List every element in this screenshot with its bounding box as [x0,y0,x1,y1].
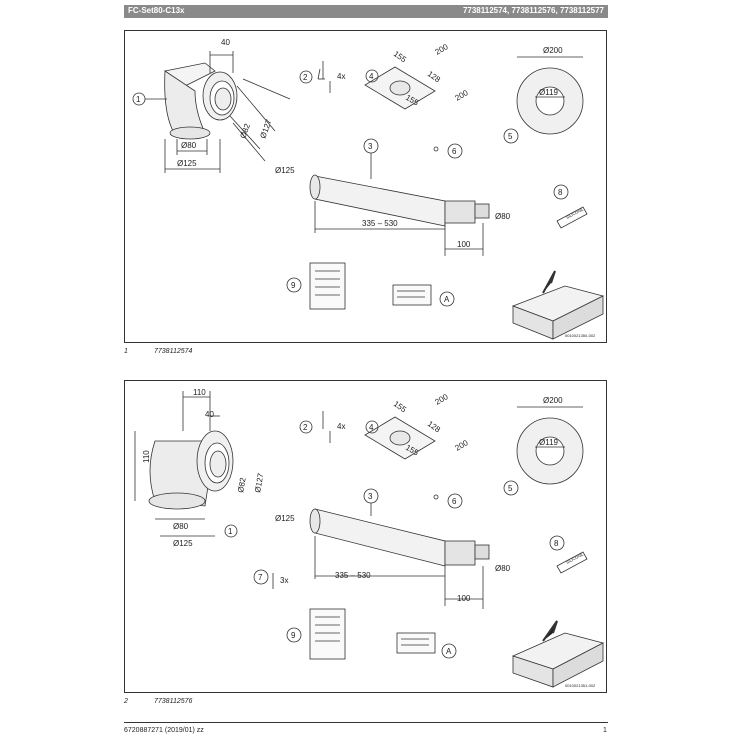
wall-rosette-drawing [503,406,584,496]
wall-screw-drawing [253,569,274,589]
callout-3: 3 [368,492,373,501]
callout-7: 7 [258,573,263,582]
figure-1-panel: 40 Ø80 Ø125 Ø82 Ø127 1 2 4x 4 155 200 12… [124,30,607,343]
footer-page-number: 1 [603,727,607,734]
dim-rosette-200: Ø200 [543,396,563,405]
callout-5: 5 [508,132,513,141]
callout-4: 4 [369,72,374,81]
qty-screws: 4x [337,422,345,431]
dim-rosette-119: Ø119 [539,438,559,447]
callout-2: 2 [303,423,308,432]
screw-set-drawing [299,411,331,443]
dim-200b: 200 [454,88,471,103]
article-numbers: 7738112574, 7738112576, 7738112577 [462,6,604,15]
callout-6: 6 [452,147,457,156]
silicone-tube-drawing [553,184,588,229]
packaging-box-drawing [511,620,605,688]
callout-9: 9 [291,631,296,640]
callout-A: A [446,647,452,656]
document-title: FC-Set80-C13x [128,6,185,15]
elbow-bend-drawing [164,51,291,173]
dim-128: 128 [426,69,443,84]
dim-40: 40 [205,410,214,419]
dim-d127: Ø127 [258,118,273,140]
silicone-tube-drawing [549,535,588,574]
figure-2-drawing: 110 40 110 Ø80 Ø125 Ø82 Ø127 1 2 4x 4 15… [134,388,605,688]
dim-pipe-length: 335 – 530 [335,571,371,580]
dim-rosette-119: Ø119 [539,88,559,97]
data-label-drawing [392,284,455,307]
dim-d80: Ø80 [173,522,189,531]
dim-d82: Ø82 [236,476,248,493]
callout-1: 1 [136,95,141,104]
callout-3: 3 [368,142,373,151]
data-label-drawing [396,632,457,659]
concentric-pipe-drawing [309,138,490,256]
elbow-bend-drawing [134,391,234,537]
dim-pipe-length: 335 – 530 [362,219,398,228]
callout-2: 2 [303,73,308,82]
dim-155a: 155 [392,399,409,414]
figure-1-number: 1 [124,348,128,355]
wall-rosette-drawing [503,56,584,144]
dim-pipe-d125: Ø125 [275,166,295,175]
installation-instructions-drawing [286,608,346,660]
figure-1-article: 7738112574 [154,348,193,355]
figure-2-panel: 110 40 110 Ø80 Ø125 Ø82 Ø127 1 2 4x 4 15… [124,380,607,693]
callout-4: 4 [369,423,374,432]
figure-2-article: 7738112576 [154,698,193,705]
qty-wall-screws: 3x [280,576,288,585]
dim-pipe-d80: Ø80 [495,564,511,573]
callout-8: 8 [554,539,559,548]
dim-d127: Ø127 [253,472,265,493]
figure-2-number: 2 [124,698,128,705]
dim-200a: 200 [434,42,451,57]
seal-ring-drawing [433,146,439,152]
seal-ring-drawing [433,494,439,500]
dim-110-top: 110 [193,388,206,397]
header-bar: FC-Set80-C13x 7738112574, 7738112576, 77… [124,5,608,18]
dim-110-side: 110 [142,450,151,463]
callout-5: 5 [508,484,513,493]
footer-divider [124,722,608,723]
dim-d125: Ø125 [173,539,193,548]
dim-155a: 155 [392,49,409,64]
callout-9: 9 [291,281,296,290]
qty-screws: 4x [337,72,345,81]
dim-pipe-100: 100 [457,240,471,249]
dim-200b: 200 [454,438,471,453]
callout-1: 1 [228,527,233,536]
dim-pipe-d80: Ø80 [495,212,511,221]
packaging-box-drawing [511,270,605,340]
ref-code: 0010021351-002 [565,683,596,688]
dim-pipe-100: 100 [457,594,471,603]
callout-A: A [444,295,450,304]
dim-pipe-d125: Ø125 [275,514,295,523]
callout-8: 8 [558,188,563,197]
footer-doc-number: 6720887271 (2019/01) zz [124,727,204,734]
installation-instructions-drawing [286,262,346,310]
mounting-plate-drawing [364,66,436,110]
screw-set-drawing [299,61,331,93]
mounting-plate-drawing [364,416,436,460]
figure-1-drawing: 40 Ø80 Ø125 Ø82 Ø127 1 2 4x 4 155 200 12… [132,38,605,340]
callout-6: 6 [452,497,457,506]
dim-200a: 200 [434,392,451,407]
ref-code: 0010021350-002 [565,333,596,338]
dim-d125: Ø125 [177,159,197,168]
dim-128: 128 [426,419,443,434]
dim-d82: Ø82 [238,122,252,140]
dim-rosette-200: Ø200 [543,46,563,55]
dim-40: 40 [221,38,230,47]
dim-d80: Ø80 [181,141,197,150]
concentric-pipe-drawing [309,488,490,609]
